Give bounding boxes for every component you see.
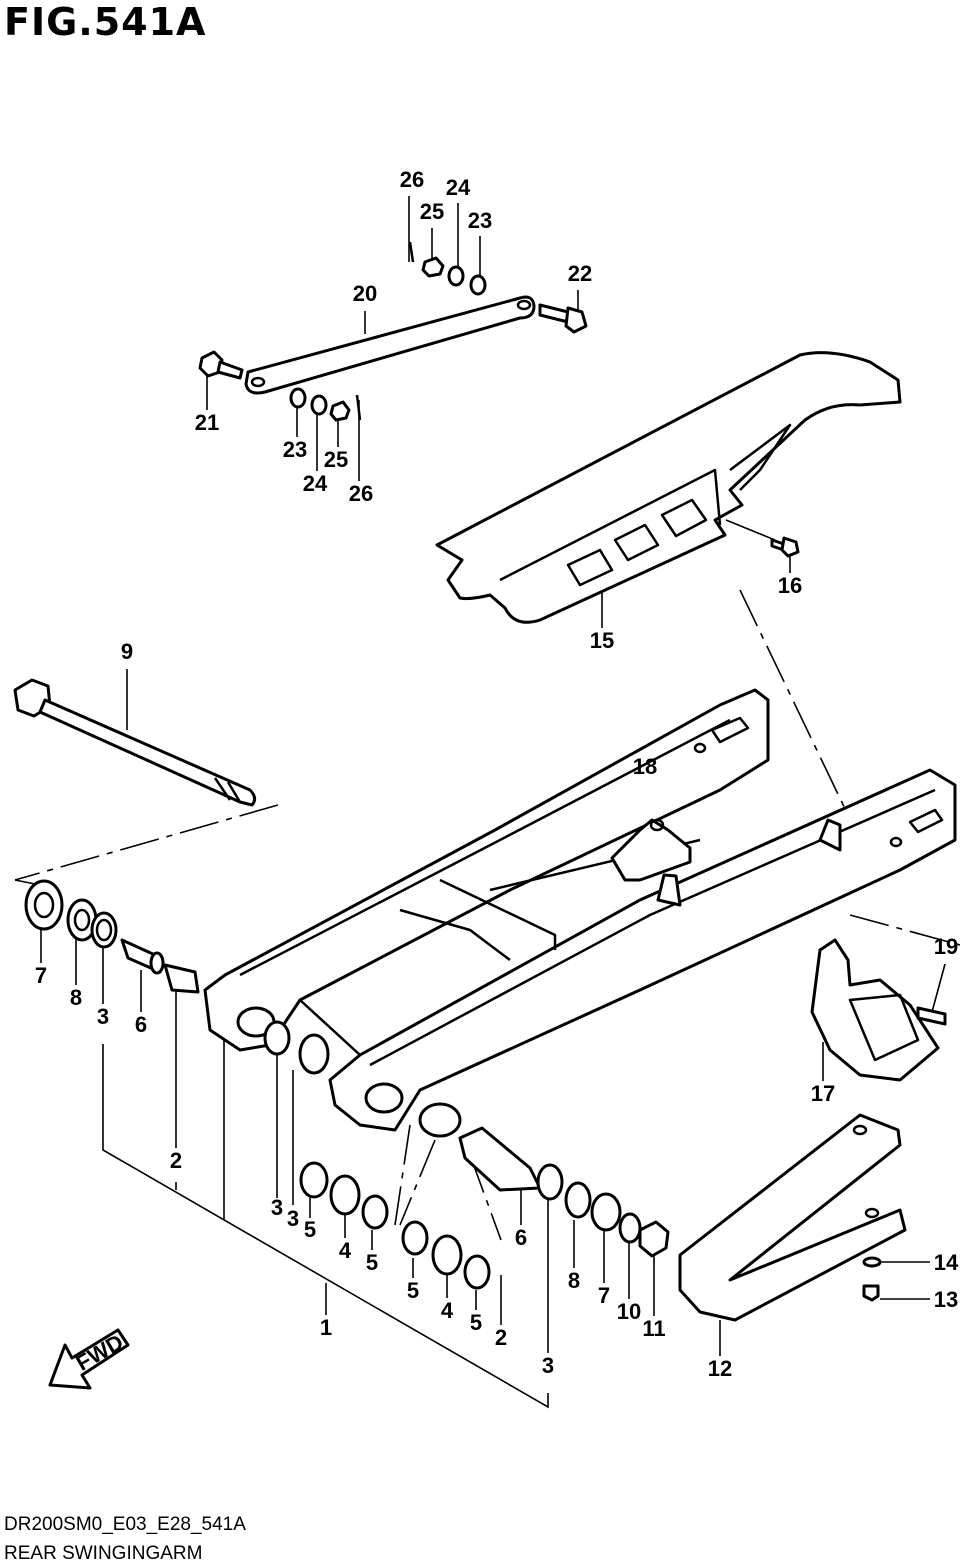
chain-case	[435, 351, 902, 624]
callout-c8b: 8	[568, 1268, 580, 1293]
section-name: REAR SWINGINGARM	[4, 1543, 203, 1564]
lower-pivot-parts	[299, 1102, 670, 1290]
callout-c22: 22	[568, 261, 592, 286]
callout-c6b: 6	[515, 1225, 527, 1250]
callout-c4b: 4	[441, 1298, 454, 1323]
callout-c23b: 23	[283, 437, 307, 462]
callout-c6a: 6	[135, 1012, 147, 1037]
callout-c25b: 25	[324, 447, 348, 472]
callout-c21: 21	[195, 410, 219, 435]
callout-c5a: 5	[304, 1217, 316, 1242]
callout-c7b: 7	[598, 1283, 610, 1308]
callout-c25a: 25	[420, 199, 444, 224]
callout-c3b: 3	[271, 1195, 283, 1220]
torque-link-assembly	[198, 241, 588, 422]
callout-c17: 17	[811, 1081, 835, 1106]
callout-c16: 16	[778, 573, 802, 598]
callout-c26b: 26	[349, 481, 373, 506]
callout-c2a: 2	[170, 1148, 182, 1173]
callout-c4a: 4	[339, 1238, 352, 1263]
callout-c9: 9	[121, 639, 133, 664]
swing-arm	[203, 688, 957, 1132]
callout-c8a: 8	[70, 985, 82, 1010]
callout-c18: 18	[633, 754, 657, 779]
callout-c2b: 2	[495, 1325, 507, 1350]
callout-c24b: 24	[303, 471, 328, 496]
callout-c24a: 24	[446, 175, 471, 200]
figure-title: FIG.541A	[4, 0, 207, 44]
callout-c20: 20	[353, 281, 377, 306]
callout-c3a: 3	[97, 1004, 109, 1029]
callout-c5c: 5	[407, 1278, 419, 1303]
chain-slider	[678, 1113, 907, 1322]
callout-c10: 10	[617, 1299, 641, 1324]
callout-c11: 11	[642, 1316, 665, 1341]
callout-c3d: 3	[542, 1353, 554, 1378]
callout-c1: 1	[320, 1315, 332, 1340]
callout-c5b: 5	[366, 1250, 378, 1275]
fwd-arrow: FWD	[48, 1328, 130, 1390]
callout-c12: 12	[708, 1356, 732, 1381]
callout-c23a: 23	[468, 208, 492, 233]
callout-c14: 14	[934, 1250, 959, 1275]
callout-c3c: 3	[287, 1206, 299, 1231]
callout-c7a: 7	[35, 963, 47, 988]
callout-c26a: 26	[400, 167, 424, 192]
callout-c5d: 5	[470, 1310, 482, 1335]
callout-c13: 13	[934, 1287, 958, 1312]
pivot-axle	[13, 678, 257, 807]
chain-guard	[810, 938, 947, 1082]
left-pivot-parts	[24, 879, 330, 1075]
diagram-code: DR200SM0_E03_E28_541A	[4, 1514, 246, 1535]
callout-c19: 19	[934, 934, 958, 959]
callout-c15: 15	[590, 628, 614, 653]
